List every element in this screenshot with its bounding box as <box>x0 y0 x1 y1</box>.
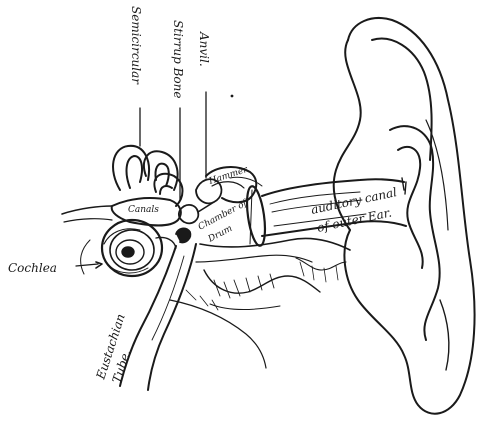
label-stirrup-bone: Stirrup Bone <box>171 20 185 98</box>
eustachian-tube <box>120 244 196 390</box>
cochlea-structure <box>102 220 176 276</box>
label-hammer: Hammer <box>207 165 250 187</box>
leader-cochlea <box>76 264 98 266</box>
label-semicircular: Semicircular <box>129 6 143 85</box>
ink-dot <box>231 95 234 98</box>
label-cochlea: Cochlea <box>8 261 57 275</box>
label-canals: Canals <box>128 205 159 215</box>
label-anvil: Anvil. <box>197 31 211 67</box>
